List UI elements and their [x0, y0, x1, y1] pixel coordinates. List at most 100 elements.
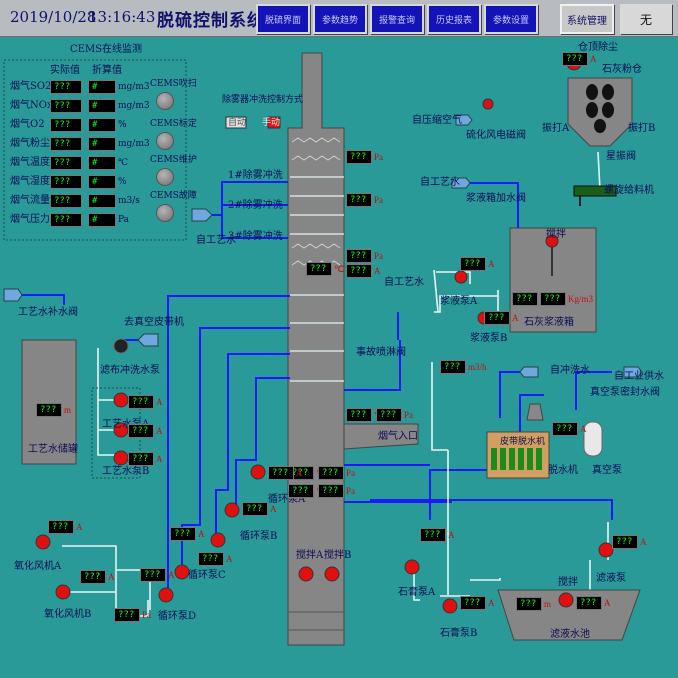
value-unit: A	[156, 454, 163, 464]
cems-actual-value: ???	[50, 137, 82, 151]
rotary-valve-label: 星振阀	[606, 151, 636, 162]
cems-actual-value: ???	[50, 156, 82, 170]
cems-unit: mg/m3	[118, 101, 150, 111]
screw-feeder-label: 螺旋给料机	[604, 185, 654, 196]
value-display: ???	[140, 568, 166, 582]
value-unit: A	[156, 397, 163, 407]
value-unit: ℃	[334, 264, 345, 274]
cems-converted-value: #	[88, 175, 116, 189]
cems-maint-label: CEMS维护	[150, 155, 197, 165]
stir2-label: 搅拌	[558, 577, 578, 588]
nav-desulfur-button[interactable]: 脱硫界面	[256, 4, 310, 34]
cems-unit: m3/s	[118, 196, 140, 206]
cems-unit: mg/m3	[118, 82, 150, 92]
value-unit: A	[156, 426, 163, 436]
date: 2019/10/28	[10, 8, 97, 26]
user-indicator[interactable]: 无	[620, 4, 672, 34]
time: 13:16:43	[88, 8, 156, 26]
circ-d-label: 循环泵D	[158, 611, 197, 622]
nav-trend-button[interactable]: 参数趋势	[313, 4, 367, 34]
dewater-label: 脱水机	[548, 465, 578, 476]
value-display: ???	[440, 360, 466, 374]
process-water3-label: 自工艺水	[384, 277, 424, 288]
pw-makeup-label: 工艺水补水阀	[18, 307, 78, 318]
value-display: ???	[346, 150, 372, 164]
value-display: ???	[80, 570, 106, 584]
cems-converted-value: #	[88, 194, 116, 208]
slurry-tank-label: 石灰浆液箱	[524, 317, 574, 328]
cems-actual-value: ???	[50, 118, 82, 132]
flue-inlet-label: 烟气入口	[378, 431, 418, 442]
cems-unit: ℃	[118, 158, 129, 168]
cems-purge-light	[156, 92, 174, 110]
value-display: ???	[516, 597, 542, 611]
process-water1-label: 自工艺水	[420, 177, 460, 188]
wash2-label: 2#除雾冲洗	[228, 200, 283, 211]
nav-system-button[interactable]: 系统管理	[560, 4, 614, 34]
value-display: ???	[346, 249, 372, 263]
cems-row-label: 烟气粉尘	[10, 138, 50, 149]
value-display: ???	[346, 193, 372, 207]
slurry-pump-b-label: 浆液泵B	[470, 333, 508, 344]
cems-unit: %	[118, 177, 127, 187]
pw-pump-a-label: 工艺水泵A	[102, 419, 150, 430]
nav-alarm-button[interactable]: 报警查询	[370, 4, 424, 34]
cems-purge-label: CEMS吹扫	[150, 79, 197, 89]
cems-row-label: 烟气NOx	[10, 100, 53, 111]
demister-manual-button[interactable]: 手动	[262, 118, 281, 128]
cems-fault-label: CEMS故障	[150, 191, 197, 201]
sulfur-valve-label: 硫化风电磁阀	[466, 130, 526, 141]
value-display: ???	[562, 52, 588, 66]
cems-converted-value: #	[88, 80, 116, 94]
cems-actual-value: ???	[50, 194, 82, 208]
vacuum-pump-label: 真空泵	[592, 465, 622, 476]
cems-row-label: 烟气O2	[10, 119, 45, 130]
value-display: ???	[128, 452, 154, 466]
value-unit: Pa	[374, 195, 383, 205]
value-display: ???	[170, 527, 196, 541]
value-display: ???	[128, 424, 154, 438]
demister-auto-button[interactable]: 自动	[228, 118, 247, 128]
circ-c-label: 循环泵C	[188, 570, 226, 581]
cems-unit: mg/m3	[118, 139, 150, 149]
value-unit: A	[374, 266, 381, 276]
value-display: ???	[420, 528, 446, 542]
stirrer-label: 搅拌	[546, 229, 566, 240]
value-display: ???	[376, 408, 402, 422]
value-unit: A	[198, 529, 205, 539]
top-bar: 2019/10/28 13:16:43 脱硫控制系统 脱硫界面 参数趋势 报警查…	[0, 0, 678, 37]
rapper-a-label: 振打A	[542, 123, 570, 134]
gypsum-a-label: 石膏泵A	[398, 587, 436, 598]
cems-title: CEMS在线监测	[70, 44, 143, 55]
value-unit: m	[544, 599, 552, 609]
value-display: ???	[346, 408, 372, 422]
hp-air-label: 自压缩空气	[412, 115, 462, 126]
filtrate-tank-label: 滤液水池	[550, 629, 590, 640]
value-unit: A	[512, 313, 519, 323]
value-unit: Pa	[374, 152, 383, 162]
cems-converted-value: #	[88, 156, 116, 170]
spray-layers	[290, 176, 344, 382]
circ-b-label: 循环泵B	[240, 531, 278, 542]
value-unit: A	[448, 530, 455, 540]
value-unit: A	[590, 54, 597, 64]
value-unit: A	[296, 468, 303, 478]
page-title: 脱硫控制系统	[157, 11, 265, 31]
cems-col-actual: 实际值	[50, 65, 80, 76]
value-unit: A	[488, 598, 495, 608]
cems-actual-value: ???	[50, 175, 82, 189]
value-unit: A	[226, 554, 233, 564]
cems-unit: Pa	[118, 215, 130, 225]
belt-filter-label: 皮带脱水机	[500, 437, 546, 447]
nav-report-button[interactable]: 历史报表	[427, 4, 481, 34]
nav-param-button[interactable]: 参数设置	[484, 4, 538, 34]
value-display: ???	[484, 311, 510, 325]
cems-converted-value: #	[88, 99, 116, 113]
value-display: ???	[612, 535, 638, 549]
cems-calib-label: CEMS标定	[150, 119, 197, 129]
value-unit: A	[488, 259, 495, 269]
demister-title: 除雾器冲洗控制方式	[222, 95, 304, 105]
value-display: ???	[128, 395, 154, 409]
oxi-a-label: 氧化风机A	[14, 561, 62, 572]
pw-pump-b-label: 工艺水泵B	[102, 466, 150, 477]
